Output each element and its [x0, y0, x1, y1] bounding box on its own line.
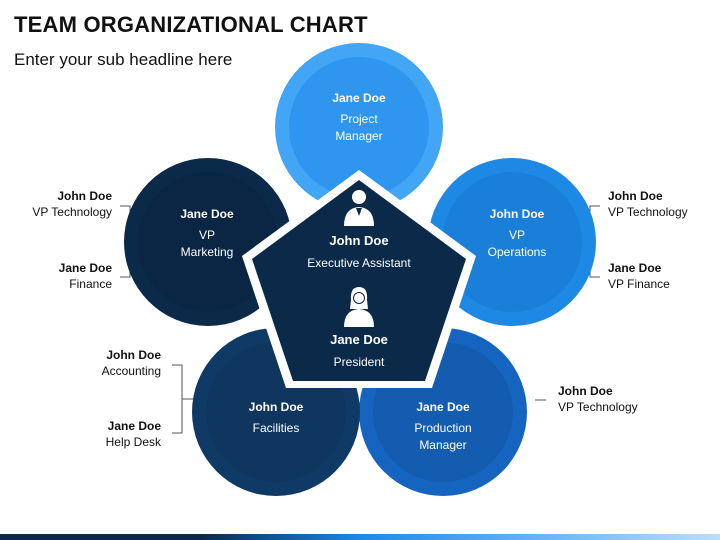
- side-name: John Doe: [106, 348, 161, 362]
- side-role: Accounting: [101, 364, 161, 378]
- side-name: John Doe: [57, 189, 112, 203]
- page-title: TEAM ORGANIZATIONAL CHART: [14, 12, 368, 37]
- side-name: John Doe: [558, 384, 613, 398]
- side-entry-right-bottom-1: John Doe VP Technology: [558, 383, 638, 415]
- side-entry-left-bottom-1: John Doe Accounting: [102, 347, 161, 379]
- center-top-name: John Doe: [329, 233, 388, 248]
- circle-right-name: John Doe: [490, 207, 545, 221]
- circle-right-role-1: VP: [509, 228, 525, 242]
- male-user-icon: [344, 190, 374, 226]
- circle-bottom-right-role-2: Manager: [419, 438, 466, 452]
- circle-vp-operations: [428, 158, 596, 326]
- side-name: Jane Doe: [608, 261, 662, 275]
- connector-left-bottom: [172, 364, 196, 434]
- female-user-icon: [344, 287, 374, 327]
- side-name: Jane Doe: [107, 419, 161, 433]
- side-entry-right-top-2: Jane Doe VP Finance: [608, 260, 670, 292]
- side-role: Finance: [69, 277, 112, 291]
- circle-top-name: Jane Doe: [332, 91, 386, 105]
- circle-bottom-right-role-1: Production: [414, 421, 471, 435]
- center-pentagon: [242, 170, 476, 388]
- side-entry-right-top-1: John Doe VP Technology: [608, 188, 688, 220]
- circle-vp-marketing: [124, 158, 292, 326]
- side-entry-left-top-1: John Doe VP Technology: [32, 188, 112, 220]
- circle-left-role-2: Marketing: [181, 245, 234, 259]
- circle-top-role-1: Project: [340, 112, 378, 126]
- footer-gradient-bar: [0, 534, 720, 540]
- circle-bottom-right-name: Jane Doe: [416, 400, 470, 414]
- side-role: Help Desk: [105, 435, 161, 449]
- circle-project-manager: Jane Doe Project Manager: [275, 43, 443, 211]
- circle-bottom-left-name: John Doe: [249, 400, 304, 414]
- side-entry-left-bottom-2: Jane Doe Help Desk: [106, 418, 161, 450]
- center-bottom-name: Jane Doe: [330, 332, 388, 347]
- center-top-role: Executive Assistant: [307, 256, 411, 270]
- side-role: VP Technology: [32, 205, 112, 219]
- side-entry-left-top-2: Jane Doe Finance: [59, 260, 112, 292]
- side-role: VP Technology: [558, 400, 638, 414]
- side-name: Jane Doe: [58, 261, 112, 275]
- side-role: VP Technology: [608, 205, 688, 219]
- circle-right-role-2: Operations: [488, 245, 547, 259]
- circle-left-name: Jane Doe: [180, 207, 234, 221]
- side-name: John Doe: [608, 189, 663, 203]
- center-bottom-role: President: [334, 355, 385, 369]
- circle-top-role-2: Manager: [335, 129, 382, 143]
- circle-bottom-left-role-1: Facilities: [253, 421, 300, 435]
- side-role: VP Finance: [608, 277, 670, 291]
- page-subtitle: Enter your sub headline here: [14, 50, 233, 69]
- circle-left-role-1: VP: [199, 228, 215, 242]
